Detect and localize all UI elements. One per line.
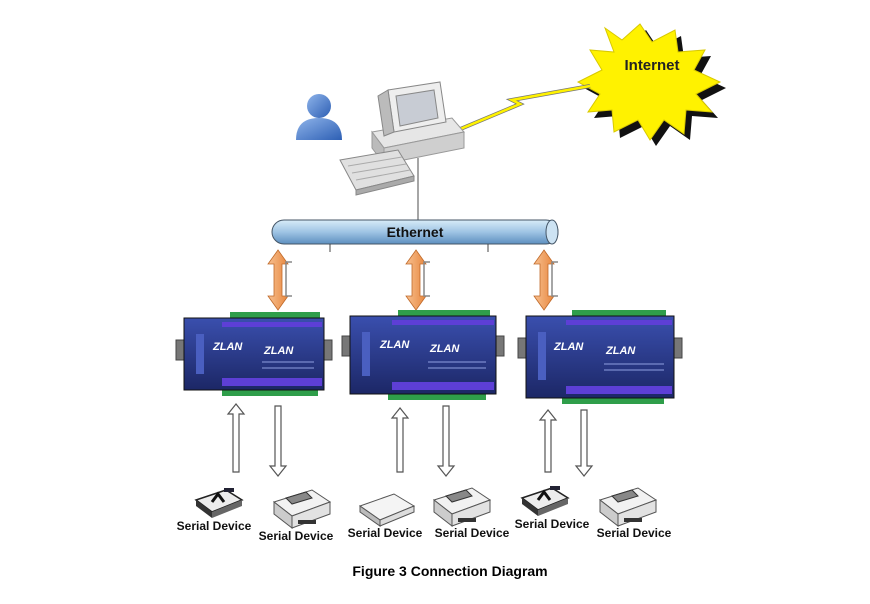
printer-icon [598, 487, 658, 528]
serial-arrow-down-3 [574, 409, 594, 477]
device-logo-2: ZLAN [379, 339, 410, 351]
printer-icon [432, 487, 492, 528]
card-reader-icon [520, 486, 570, 516]
serial-device-label-3: Serial Device [348, 526, 423, 540]
serial-arrow-up-3 [538, 409, 558, 473]
network-arrow-2 [405, 249, 430, 311]
lightning-icon [457, 84, 591, 132]
computer-icon [339, 81, 465, 196]
serial-device-label-4: Serial Device [435, 526, 510, 540]
internet-label: Internet [624, 57, 679, 74]
device-server-2: ZLAN ZLAN [341, 310, 505, 400]
serial-device-label-5: Serial Device [515, 517, 590, 531]
network-arrow-1 [267, 249, 292, 311]
device-server-1: ZLAN ZLAN [175, 312, 333, 396]
serial-arrow-down-1 [268, 405, 288, 477]
card-reader-icon [194, 488, 244, 518]
network-arrows [267, 249, 558, 311]
serial-device-label-2: Serial Device [259, 529, 334, 543]
device-logo-3: ZLAN [553, 341, 584, 353]
device-brand-3: ZLAN [605, 345, 636, 357]
printer-icon [272, 489, 332, 530]
scanner-icon [358, 493, 416, 527]
figure-caption: Figure 3 Connection Diagram [352, 563, 547, 579]
user-icon [296, 94, 342, 140]
device-brand-1: ZLAN [263, 345, 294, 357]
internet-burst: Internet [576, 23, 726, 146]
ethernet-bus: Ethernet [271, 219, 559, 252]
serial-arrow-up-2 [390, 407, 410, 473]
serial-arrows [226, 403, 594, 477]
ethernet-label: Ethernet [387, 224, 444, 240]
device-server-3: ZLAN ZLAN [517, 310, 683, 404]
network-arrow-3 [533, 249, 558, 311]
serial-arrow-down-2 [436, 405, 456, 477]
device-brand-2: ZLAN [429, 343, 460, 355]
serial-arrow-up-1 [226, 403, 246, 473]
serial-device-label-1: Serial Device [177, 519, 252, 533]
device-logo-1: ZLAN [212, 341, 243, 353]
serial-device-label-6: Serial Device [597, 526, 672, 540]
